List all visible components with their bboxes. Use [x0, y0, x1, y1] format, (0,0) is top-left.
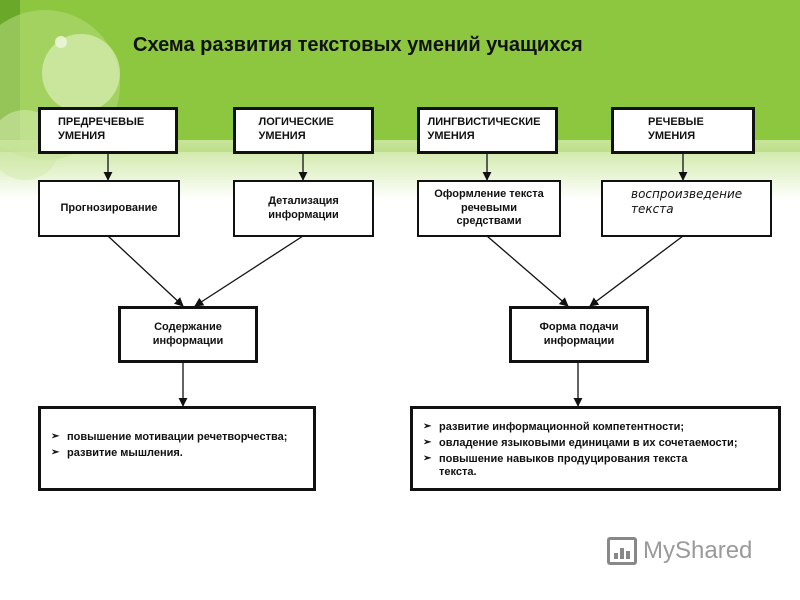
category-label: ЛИНГВИСТИЧЕСКИЕ УМЕНИЯ: [427, 116, 541, 142]
list-item: ➢ повышение навыков продуцирования текста…: [423, 453, 778, 481]
arrow: [589, 235, 684, 307]
list-item-text: развитие информационной компетентности;: [439, 421, 685, 433]
list-item: ➢ развитие информационной компетентности;: [423, 421, 778, 435]
skill-box-formatting: Оформление текста речевыми средствами: [417, 180, 561, 237]
arrow: [486, 235, 569, 307]
decor-circle: [55, 36, 67, 48]
skill-label: Прогнозирование: [60, 201, 158, 214]
decor-circle: [42, 34, 120, 112]
outcome-list-left: ➢ повышение мотивации речетворчества; ➢ ра…: [51, 431, 313, 461]
skill-box-detailing: Детализация информации: [233, 180, 374, 237]
outcome-box-right: ➢ развитие информационной компетентности;…: [410, 406, 781, 491]
skill-box-reproduction: воспроизведение текста: [601, 180, 772, 237]
skill-label: Оформление текста речевыми средствами: [434, 187, 544, 228]
bullet-arrow-icon: ➢: [51, 446, 60, 458]
list-item-text: овладение языковыми единицами в их сочет…: [439, 436, 738, 449]
skill-label: Детализация информации: [268, 194, 339, 221]
category-box-logical: ЛОГИЧЕСКИЕ УМЕНИЯ: [233, 107, 374, 154]
aspect-label: Форма подачи информации: [539, 320, 619, 347]
watermark-text: MyShared: [643, 537, 753, 564]
skill-box-forecasting: Прогнозирование: [38, 180, 180, 237]
list-item: ➢ овладение языковыми единицами в их соче…: [423, 437, 778, 451]
list-item-text: повышение мотивации речетворчества;: [67, 431, 288, 443]
skill-label: воспроизведение текста: [631, 187, 743, 216]
presentation-icon: [607, 537, 637, 565]
list-item: ➢ развитие мышления.: [51, 447, 313, 461]
list-item-text: повышение навыков продуцирования текста …: [439, 452, 688, 479]
category-label: РЕЧЕВЫЕ УМЕНИЯ: [648, 116, 704, 142]
bullet-arrow-icon: ➢: [423, 436, 432, 448]
arrow: [194, 235, 304, 307]
arrow: [107, 235, 184, 307]
aspect-box-content: Содержание информации: [118, 306, 258, 363]
category-box-prespeech: ПРЕДРЕЧЕВЫЕ УМЕНИЯ: [38, 107, 178, 154]
outcome-box-left: ➢ повышение мотивации речетворчества; ➢ ра…: [38, 406, 316, 491]
bullet-arrow-icon: ➢: [51, 431, 60, 442]
aspect-label: Содержание информации: [152, 320, 224, 347]
category-box-linguistic: ЛИНГВИСТИЧЕСКИЕ УМЕНИЯ: [417, 107, 558, 154]
category-box-speech: РЕЧЕВЫЕ УМЕНИЯ: [611, 107, 755, 154]
category-label: ЛОГИЧЕСКИЕ УМЕНИЯ: [258, 116, 334, 142]
watermark-logo: MyShared: [607, 537, 752, 565]
category-label: ПРЕДРЕЧЕВЫЕ УМЕНИЯ: [58, 116, 145, 142]
list-item-text: развитие мышления.: [67, 446, 183, 459]
bullet-arrow-icon: ➢: [423, 452, 432, 464]
page-title: Схема развития текстовых умений учащихся: [133, 34, 583, 56]
list-item: ➢ повышение мотивации речетворчества;: [51, 431, 313, 445]
bullet-arrow-icon: ➢: [423, 421, 432, 432]
outcome-list-right: ➢ развитие информационной компетентности;…: [423, 421, 778, 480]
aspect-box-form: Форма подачи информации: [509, 306, 649, 363]
